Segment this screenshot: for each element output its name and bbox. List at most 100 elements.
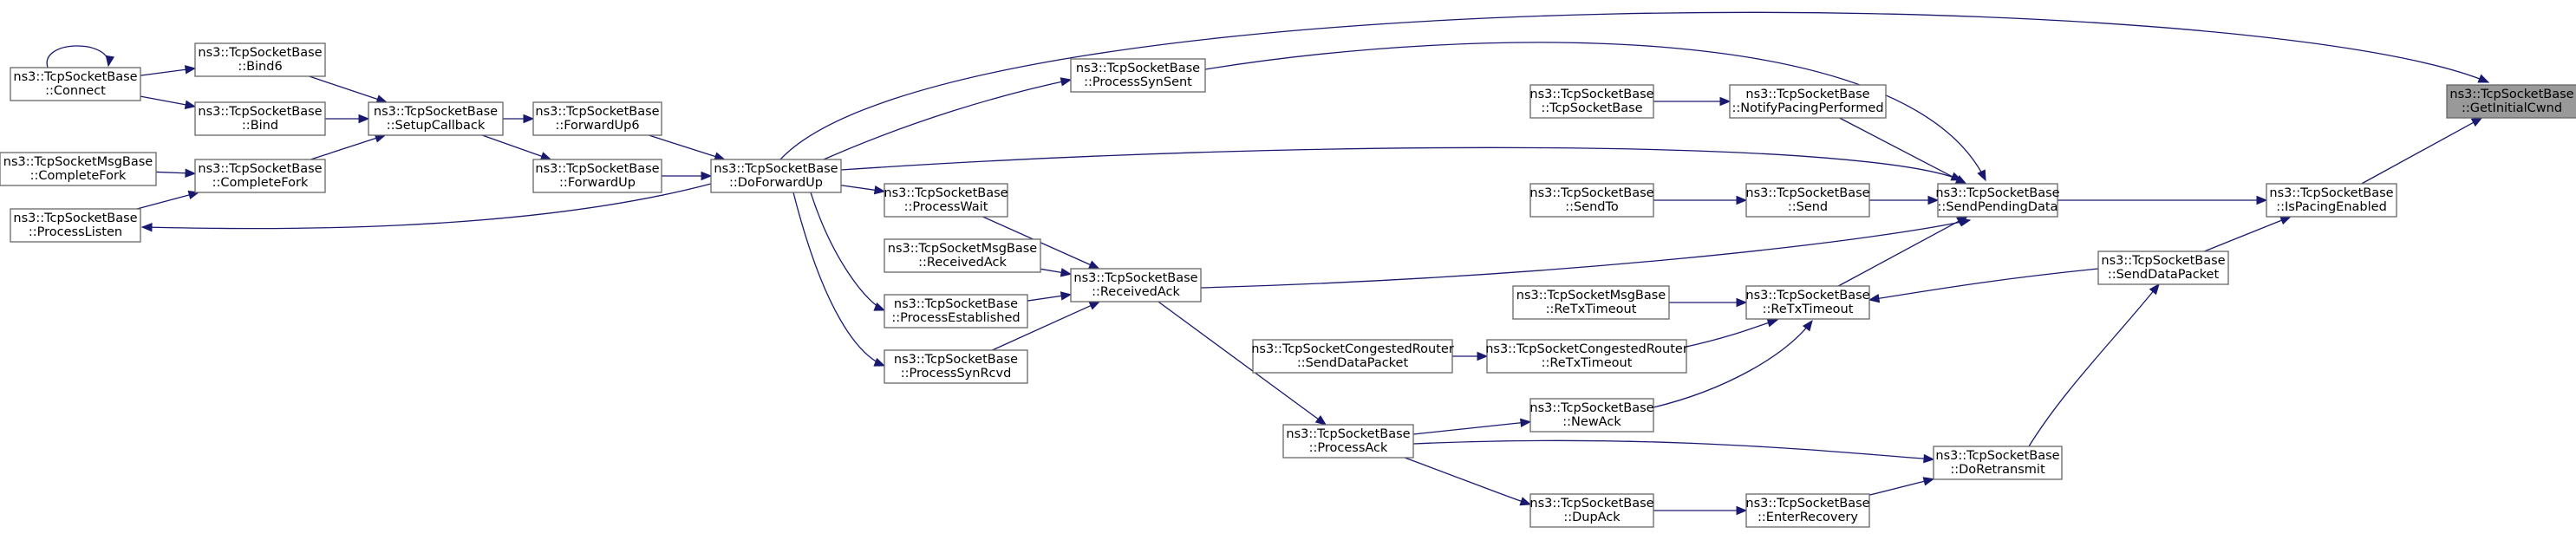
node-class-label: ns3::TcpSocketMsgBase [3, 155, 153, 169]
node-retxtimeout[interactable]: ns3::TcpSocketBase::ReTxTimeout [1745, 285, 1870, 320]
edge-line-completefork-to-setupcallback [310, 137, 376, 160]
node-box-congretx[interactable] [1486, 339, 1687, 374]
node-box-processwait[interactable] [884, 183, 1008, 218]
node-tcpsocketbase[interactable]: ns3::TcpSocketBase::TcpSocketBase [1529, 84, 1654, 119]
node-box-processsynsent[interactable] [1070, 58, 1206, 93]
node-box-forwardup6[interactable] [532, 101, 662, 136]
edge-receivedack-to-processack [1158, 301, 1319, 420]
node-processestablished[interactable]: ns3::TcpSocketBase::ProcessEstablished [884, 294, 1028, 329]
node-class-label: ns3::TcpSocketBase [1529, 401, 1653, 415]
node-box-processestablished[interactable] [884, 294, 1028, 329]
node-box-dupack[interactable] [1529, 493, 1654, 528]
node-bind6[interactable]: ns3::TcpSocketBase::Bind6 [194, 42, 326, 77]
node-forwardup[interactable]: ns3::TcpSocketBase::ForwardUp [532, 159, 662, 193]
node-class-label: ns3::TcpSocketCongestedRouter [1251, 342, 1454, 356]
node-processwait[interactable]: ns3::TcpSocketBase::ProcessWait [884, 183, 1008, 218]
edge-doforwardup-to-processlisten [141, 183, 712, 230]
edge-senddatapacket-to-retxtimeout-arrowhead [1868, 294, 1881, 303]
node-method-label: ::SendPendingData [1938, 200, 2058, 214]
node-box-setupcallback[interactable] [368, 101, 504, 136]
node-class-label: ns3::TcpSocketBase [1529, 186, 1653, 200]
node-processack[interactable]: ns3::TcpSocketBase::ProcessAck [1282, 424, 1414, 459]
node-method-label: ::ProcessSynRcvd [901, 367, 1012, 381]
node-msgcompletefork[interactable]: ns3::TcpSocketMsgBase::CompleteFork [0, 152, 157, 186]
node-msgreceivedack[interactable]: ns3::TcpSocketMsgBase::ReceivedAck [884, 238, 1041, 273]
node-box-processsynrcvd[interactable] [884, 349, 1028, 384]
node-send[interactable]: ns3::TcpSocketBase::Send [1745, 183, 1870, 218]
node-box-msgcompletefork[interactable] [0, 152, 157, 186]
node-sendto[interactable]: ns3::TcpSocketBase::SendTo [1529, 183, 1654, 218]
edge-newack-to-retxtimeout [1653, 320, 1813, 408]
node-method-label: ::DoForwardUp [729, 176, 823, 190]
edge-doforwardup-to-processwait [840, 185, 876, 191]
node-senddatapacket[interactable]: ns3::TcpSocketBase::SendDataPacket [2097, 250, 2229, 285]
node-box-enterrecovery[interactable] [1745, 493, 1870, 528]
node-class-label: ns3::TcpSocketBase [198, 105, 322, 119]
node-box-retxtimeout[interactable] [1745, 285, 1870, 320]
node-method-label: ::SendDataPacket [1297, 356, 1409, 370]
edge-doforwardup-to-processsynsent-arrowhead [1060, 77, 1073, 87]
edge-doforwardup-to-processlisten-arrowhead [140, 223, 153, 232]
node-doretransmit[interactable]: ns3::TcpSocketBase::DoRetransmit [1933, 446, 2063, 480]
node-enterrecovery[interactable]: ns3::TcpSocketBase::EnterRecovery [1745, 493, 1870, 528]
node-class-label: ns3::TcpSocketBase [1745, 88, 1869, 101]
node-box-bind6[interactable] [194, 42, 326, 77]
node-processlisten[interactable]: ns3::TcpSocketBase::ProcessListen [10, 208, 141, 243]
edge-enterrecovery-to-doretransmit [1868, 480, 1925, 496]
node-box-send[interactable] [1745, 183, 1870, 218]
node-newack[interactable]: ns3::TcpSocketBase::NewAck [1529, 398, 1654, 433]
node-method-label: ::ReTxTimeout [1542, 356, 1633, 370]
node-completefork[interactable]: ns3::TcpSocketBase::CompleteFork [194, 159, 326, 193]
edge-line-processlisten-to-completefork [136, 194, 190, 210]
node-dupack[interactable]: ns3::TcpSocketBase::DupAck [1529, 493, 1654, 528]
node-doforwardup[interactable]: ns3::TcpSocketBase::DoForwardUp [710, 159, 842, 193]
node-box-sendpendingdata[interactable] [1937, 183, 2058, 218]
node-box-doretransmit[interactable] [1933, 446, 2063, 480]
node-processsynsent[interactable]: ns3::TcpSocketBase::ProcessSynSent [1070, 58, 1206, 93]
node-box-newack[interactable] [1529, 398, 1654, 433]
node-box-completefork[interactable] [194, 159, 326, 193]
node-ispacingenabled[interactable]: ns3::TcpSocketBase::IsPacingEnabled [2266, 183, 2397, 218]
node-box-forwardup[interactable] [532, 159, 662, 193]
node-setupcallback[interactable]: ns3::TcpSocketBase::SetupCallback [368, 101, 504, 136]
node-class-label: ns3::TcpSocketBase [1745, 289, 1869, 303]
node-receivedack[interactable]: ns3::TcpSocketBase::ReceivedAck [1070, 268, 1202, 303]
node-notifypacing[interactable]: ns3::TcpSocketBase::NotifyPacingPerforme… [1729, 84, 1887, 119]
edge-processsynsent-to-sendpendingdata [1204, 42, 1986, 181]
edge-line-notifypacing-to-sendpendingdata [1839, 117, 1959, 180]
node-congretx[interactable]: ns3::TcpSocketCongestedRouter::ReTxTimeo… [1485, 339, 1688, 374]
node-box-sendto[interactable] [1529, 183, 1654, 218]
node-box-msgretx[interactable] [1512, 285, 1670, 320]
node-congsend[interactable]: ns3::TcpSocketCongestedRouter::SendDataP… [1251, 339, 1454, 374]
node-sendpendingdata[interactable]: ns3::TcpSocketBase::SendPendingData [1935, 183, 2060, 218]
edge-line-processestablished-to-receivedack [1027, 295, 1062, 302]
node-bind[interactable]: ns3::TcpSocketBase::Bind [194, 101, 326, 136]
node-box-notifypacing[interactable] [1729, 84, 1887, 119]
node-method-label: ::Bind [242, 119, 278, 133]
node-box-tcpsocketbase[interactable] [1529, 84, 1654, 119]
edge-doforwardup-to-processsynsent [823, 79, 1072, 160]
node-method-label: ::CompleteFork [30, 169, 127, 183]
node-box-processlisten[interactable] [10, 208, 141, 243]
node-processsynrcvd[interactable]: ns3::TcpSocketBase::ProcessSynRcvd [884, 349, 1028, 384]
node-msgretx[interactable]: ns3::TcpSocketMsgBase::ReTxTimeout [1512, 285, 1670, 320]
edge-forwardup-to-doforwardup-arrowhead [701, 171, 713, 181]
node-box-doforwardup[interactable] [710, 159, 842, 193]
node-box-senddatapacket[interactable] [2097, 250, 2229, 285]
node-getinitialcwnd[interactable]: ns3::TcpSocketBase::GetInitialCwnd [2446, 84, 2576, 119]
node-class-label: ns3::TcpSocketBase [2449, 88, 2573, 101]
edge-forwardup6-to-doforwardup [649, 134, 716, 158]
node-connect[interactable]: ns3::TcpSocketBase::Connect [10, 67, 141, 101]
node-forwardup6[interactable]: ns3::TcpSocketBase::ForwardUp6 [532, 101, 662, 136]
node-box-getinitialcwnd[interactable] [2446, 84, 2576, 119]
edge-msgcompletefork-to-completefork-arrowhead [185, 168, 197, 178]
edge-line-processsynrcvd-to-receivedack [992, 304, 1092, 351]
node-method-label: ::TcpSocketBase [1541, 101, 1642, 115]
node-box-processack[interactable] [1282, 424, 1414, 459]
node-box-congsend[interactable] [1252, 339, 1453, 374]
node-box-ispacingenabled[interactable] [2266, 183, 2397, 218]
node-box-connect[interactable] [10, 67, 141, 101]
node-box-receivedack[interactable] [1070, 268, 1202, 303]
node-box-msgreceivedack[interactable] [884, 238, 1041, 273]
node-box-bind[interactable] [194, 101, 326, 136]
